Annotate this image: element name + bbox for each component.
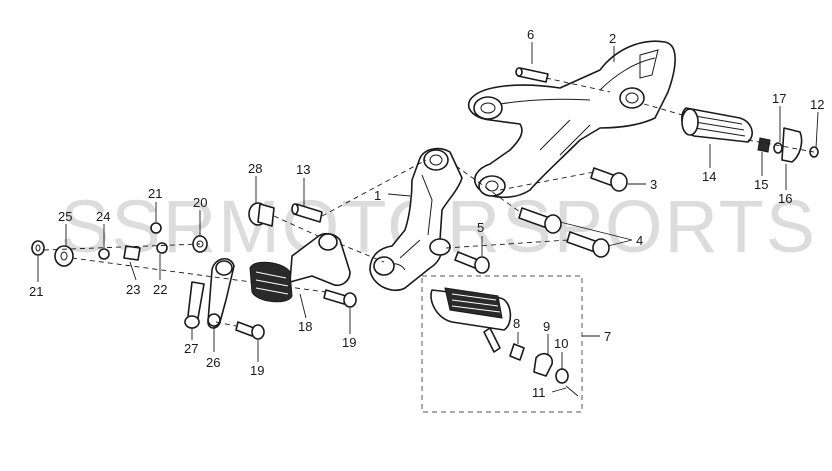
callout-21-upper: 21 — [148, 186, 162, 201]
callout-15: 15 — [754, 177, 768, 192]
callout-24: 24 — [96, 209, 110, 224]
part-26-link-arm — [207, 258, 235, 329]
callout-2: 2 — [609, 31, 616, 46]
callout-labels: 6 2 1 3 4 5 7 8 9 10 11 12 13 14 15 16 1… — [29, 27, 824, 400]
callout-13: 13 — [296, 162, 310, 177]
part-7-footpeg-assembly — [421, 275, 583, 413]
part-19-bolt-b — [235, 321, 265, 340]
part-4-bolts — [518, 207, 610, 258]
callout-10: 10 — [554, 336, 568, 351]
part-13-pin — [291, 203, 323, 223]
part-21-nut-upper — [150, 222, 162, 234]
callout-8: 8 — [513, 316, 520, 331]
callout-22: 22 — [153, 282, 167, 297]
callout-11: 11 — [532, 385, 546, 400]
part-24-nut — [98, 248, 110, 260]
callout-4: 4 — [636, 233, 643, 248]
callout-14: 14 — [702, 169, 716, 184]
part-23-spacer — [123, 245, 141, 261]
part-28-bushing — [248, 202, 275, 227]
callout-7: 7 — [604, 329, 611, 344]
part-2-upper-bracket — [468, 40, 676, 199]
callout-26: 26 — [206, 355, 220, 370]
part-3-bolt — [590, 167, 628, 192]
part-15-spring — [757, 137, 771, 153]
callout-27: 27 — [184, 341, 198, 356]
assembly-lines — [43, 77, 815, 327]
part-16-plate — [781, 127, 803, 163]
callout-19-lower: 19 — [250, 363, 264, 378]
leader-lines — [37, 42, 819, 393]
callout-28: 28 — [248, 161, 262, 176]
part-19-bolt-a — [323, 289, 357, 308]
part-6-pin — [515, 67, 549, 83]
callout-17: 17 — [772, 91, 786, 106]
part-14-rear-footpeg — [681, 107, 753, 143]
part-18-pedal — [249, 232, 351, 303]
part-25-washer — [54, 245, 74, 267]
callout-25: 25 — [58, 209, 72, 224]
callout-3: 3 — [650, 177, 657, 192]
callout-21-left: 21 — [29, 284, 43, 299]
callout-12: 12 — [810, 97, 824, 112]
part-1-lower-bracket — [369, 147, 463, 292]
part-21-nut-left — [31, 240, 45, 256]
callout-1: 1 — [374, 188, 381, 203]
callout-5: 5 — [477, 220, 484, 235]
callout-9: 9 — [543, 319, 550, 334]
callout-23: 23 — [126, 282, 140, 297]
callout-18: 18 — [298, 319, 312, 334]
part-27-bolt — [184, 281, 205, 329]
callout-6: 6 — [527, 27, 534, 42]
part-5-bolt — [454, 251, 490, 274]
part-22-nut — [156, 242, 168, 254]
callout-20: 20 — [193, 195, 207, 210]
callout-16: 16 — [778, 191, 792, 206]
callout-19-right: 19 — [342, 335, 356, 350]
